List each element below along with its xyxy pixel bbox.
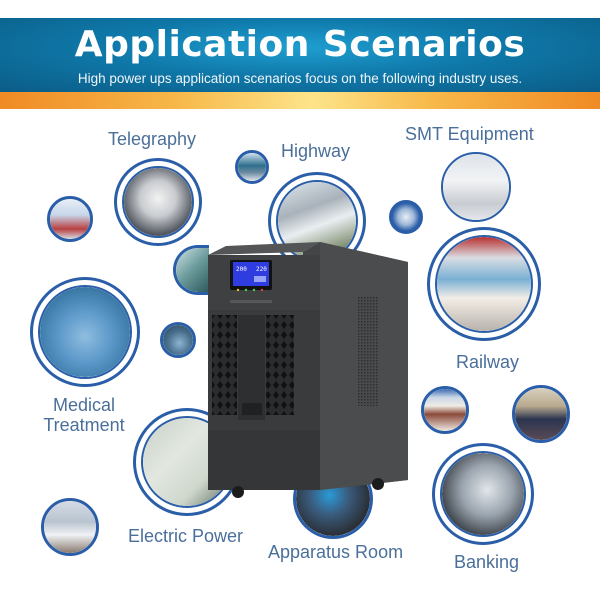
thumb-station-crowd bbox=[512, 385, 570, 443]
header-banner: Application Scenarios High power ups app… bbox=[0, 18, 600, 92]
thumb-highway-sign bbox=[235, 150, 269, 184]
lcd-left-value: 200 bbox=[236, 266, 247, 273]
photo-telegraphy bbox=[114, 158, 202, 246]
page-title: Application Scenarios bbox=[74, 24, 526, 65]
label-medical-line2: Treatment bbox=[43, 415, 125, 435]
label-smt-equipment: SMT Equipment bbox=[405, 124, 534, 144]
label-highway: Highway bbox=[281, 141, 351, 161]
thumb-factory bbox=[41, 498, 99, 556]
label-banking: Banking bbox=[454, 552, 520, 572]
photo-smt-equipment bbox=[441, 152, 511, 222]
ups-product-image: 200 220 bbox=[208, 242, 408, 498]
lcd-right-value: 220 bbox=[256, 266, 267, 273]
thumb-office bbox=[47, 196, 93, 242]
label-telegraphy: Telegraphy bbox=[108, 129, 197, 149]
photo-medical-treatment bbox=[30, 277, 140, 387]
page-subtitle: High power ups application scenarios foc… bbox=[77, 71, 523, 86]
thumb-surgery-small bbox=[173, 245, 209, 295]
photo-railway bbox=[427, 227, 541, 341]
thumb-surgery-team bbox=[160, 322, 196, 358]
label-medical-treatment: Medical Treatment bbox=[36, 395, 132, 435]
label-electric-power: Electric Power bbox=[128, 526, 244, 546]
photo-banking bbox=[432, 443, 534, 545]
thumb-ticket-gates bbox=[421, 386, 469, 434]
label-medical-line1: Medical bbox=[52, 395, 116, 415]
accent-bar bbox=[0, 92, 600, 109]
label-apparatus-room: Apparatus Room bbox=[268, 542, 404, 562]
thumb-network-devices bbox=[389, 200, 423, 234]
label-railway: Railway bbox=[456, 352, 520, 372]
